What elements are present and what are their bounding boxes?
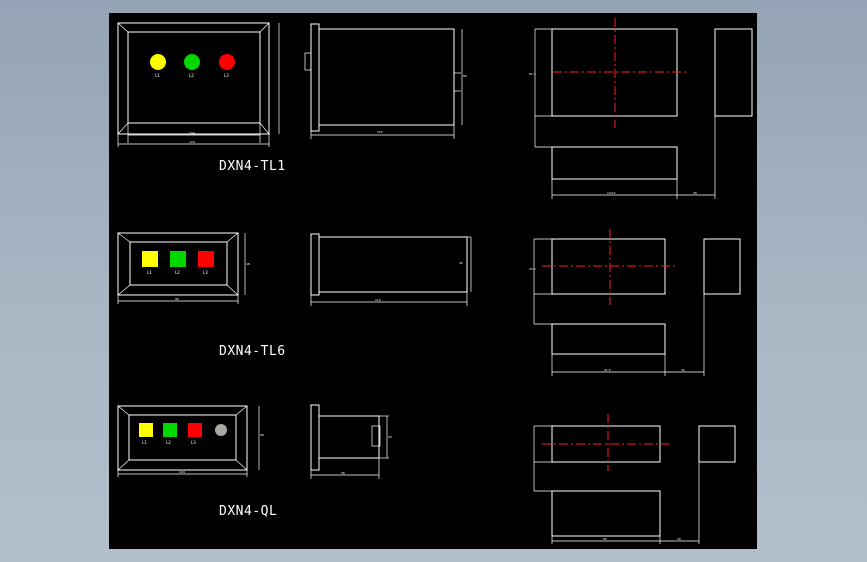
dimension-text: 25 (388, 435, 392, 439)
cad-drawing-viewport[interactable]: L1 L2 L3 104 120 155 80 81.2 (109, 13, 757, 549)
dimension-text: 112 (375, 298, 381, 302)
model-tl6-front-view: L1 L2 L3 96 48 (117, 232, 250, 304)
indicator-label: L1 (147, 270, 152, 275)
indicator-label: L1 (155, 73, 160, 78)
dimension-text: 45.5 (529, 267, 536, 271)
dimension-text: 80 (463, 74, 467, 78)
model-ql-front-view: L1 L2 L3 104 48 (117, 405, 264, 477)
dimension-text: 56 (341, 471, 345, 475)
indicator-label: L3 (191, 440, 196, 445)
dimension-text: 48 (260, 433, 264, 437)
dimension-text: 30 (693, 191, 697, 195)
indicator-l2-tl1 (184, 54, 200, 70)
indicator-l1-tl1 (150, 54, 166, 70)
indicator-l3-tl6 (198, 251, 214, 267)
drawing-sheet: L1 L2 L3 104 120 155 80 81.2 (117, 18, 753, 544)
dimension-text: 104 (189, 131, 195, 135)
dimension-text: 81.2 (529, 72, 536, 76)
model-title-tl6: DXN4-TL6 (219, 344, 286, 359)
model-tl1-side-view: 155 80 (304, 23, 467, 139)
indicator-lamp-ql (215, 424, 227, 436)
dimension-text: 155 (377, 130, 383, 134)
model-tl1-front-view: L1 L2 L3 104 120 (117, 22, 280, 147)
indicator-l1-ql (139, 423, 153, 437)
indicator-l2-ql (163, 423, 177, 437)
model-tl6-cutout-view: 45.5 91.5 30 (529, 229, 741, 376)
model-title-tl1: DXN4-TL1 (219, 159, 286, 174)
indicator-label: L2 (175, 270, 180, 275)
dimension-text: 30 (681, 368, 685, 372)
indicator-l3-ql (188, 423, 202, 437)
dimension-text: 30 (677, 537, 681, 541)
indicator-l1-tl6 (142, 251, 158, 267)
dimension-text: 91.5 (604, 368, 611, 372)
dimension-text: 96 (175, 297, 179, 301)
model-title-ql: DXN4-QL (219, 504, 277, 519)
model-tl6-side-view: 112 45 (310, 233, 472, 306)
model-ql-side-view: 56 25 (310, 404, 392, 479)
dimension-text: 104 (179, 470, 185, 474)
indicator-l2-tl6 (170, 251, 186, 267)
indicator-label: L2 (166, 440, 171, 445)
dimension-text: 45 (459, 261, 463, 265)
indicator-l3-tl1 (219, 54, 235, 70)
dimension-text: 144.5 (607, 191, 616, 195)
model-ql-cutout-view: 65 30 (533, 414, 736, 544)
dimension-text: 65 (603, 537, 607, 541)
indicator-label: L2 (189, 73, 194, 78)
indicator-label: L3 (203, 270, 208, 275)
indicator-label: L1 (142, 440, 147, 445)
dimension-text: 120 (189, 140, 195, 144)
dimension-text: 48 (246, 262, 250, 266)
indicator-label: L3 (224, 73, 229, 78)
model-tl1-cutout-view: 81.2 144.5 30 (529, 18, 753, 199)
